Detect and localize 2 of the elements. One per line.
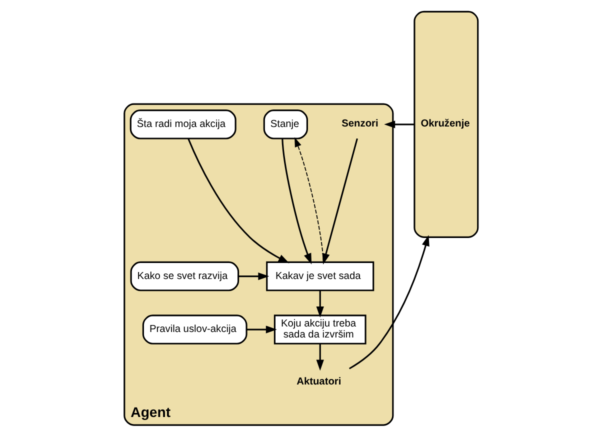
node-text: Aktuatori — [296, 376, 341, 388]
node-text: Senzori — [341, 118, 378, 130]
